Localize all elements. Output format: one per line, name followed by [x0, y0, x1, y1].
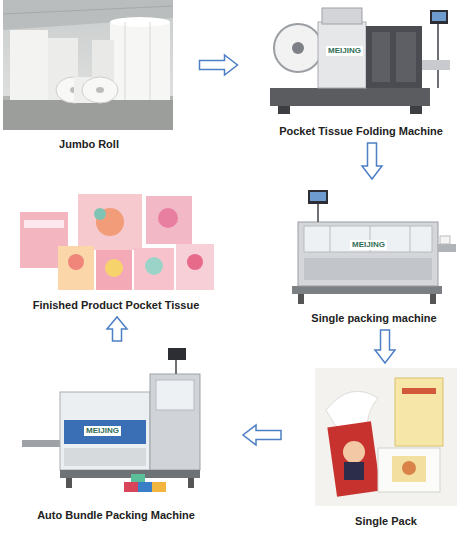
step-caption: Auto Bundle Packing Machine [20, 508, 212, 522]
single-pack-photo [315, 368, 457, 506]
jumbo-roll-photo [3, 0, 173, 130]
flow-arrow [243, 425, 281, 445]
step-caption: Single Pack [312, 514, 460, 528]
process-step: Finished Product Pocket Tissue [14, 192, 218, 314]
flow-arrow [107, 317, 127, 341]
flow-arrow [200, 55, 238, 75]
finished-product-photo [20, 194, 214, 290]
single-packing-machine-photo [292, 190, 456, 304]
brand-logo: MEIJING [326, 46, 363, 56]
flow-arrow [375, 330, 395, 363]
step-caption: Pocket Tissue Folding Machine [262, 124, 460, 138]
folding-machine-photo [270, 8, 450, 114]
process-step: Single Pack [312, 366, 460, 530]
flow-arrow [362, 143, 382, 179]
process-step: Jumbo Roll [3, 0, 175, 153]
process-step: Pocket Tissue Folding Machine [262, 0, 460, 140]
brand-logo: MEIJING [84, 426, 121, 436]
step-caption: Jumbo Roll [3, 137, 175, 151]
step-caption: Single packing machine [290, 311, 458, 325]
process-step: Single packing machine [290, 182, 458, 327]
step-caption: Finished Product Pocket Tissue [14, 298, 218, 312]
bundle-packing-machine-photo [22, 348, 200, 492]
brand-logo: MEIJING [350, 240, 387, 250]
